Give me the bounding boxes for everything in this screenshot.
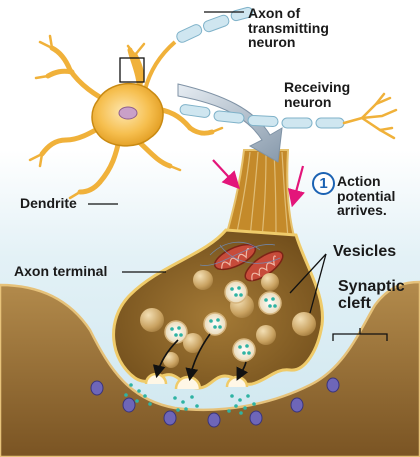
step-1-badge: 1 bbox=[312, 172, 335, 195]
label-line: neuron bbox=[248, 35, 329, 50]
nucleus bbox=[119, 107, 137, 119]
label-line: transmitting bbox=[248, 21, 329, 36]
label-axon-of-transmitting-neuron: Axon of transmitting neuron bbox=[248, 6, 329, 50]
label-line: neuron bbox=[284, 95, 350, 110]
label-line: Receiving bbox=[284, 80, 350, 95]
label-receiving-neuron: Receiving neuron bbox=[284, 80, 350, 109]
label-action-potential: Action potential arrives. bbox=[337, 174, 395, 218]
label-line: Action bbox=[337, 174, 395, 189]
axon-segment bbox=[145, 42, 175, 90]
label-axon-terminal: Axon terminal bbox=[14, 264, 107, 279]
label-line: arrives. bbox=[337, 203, 395, 218]
label-synaptic-cleft: Synaptic cleft bbox=[338, 279, 405, 313]
label-dendrite: Dendrite bbox=[20, 196, 77, 211]
label-line: cleft bbox=[338, 296, 405, 313]
label-line: Synaptic bbox=[338, 279, 405, 296]
label-line: Axon of bbox=[248, 6, 329, 21]
label-vesicles: Vesicles bbox=[333, 244, 396, 261]
receiving-dendrites bbox=[344, 94, 396, 138]
label-line: potential bbox=[337, 189, 395, 204]
